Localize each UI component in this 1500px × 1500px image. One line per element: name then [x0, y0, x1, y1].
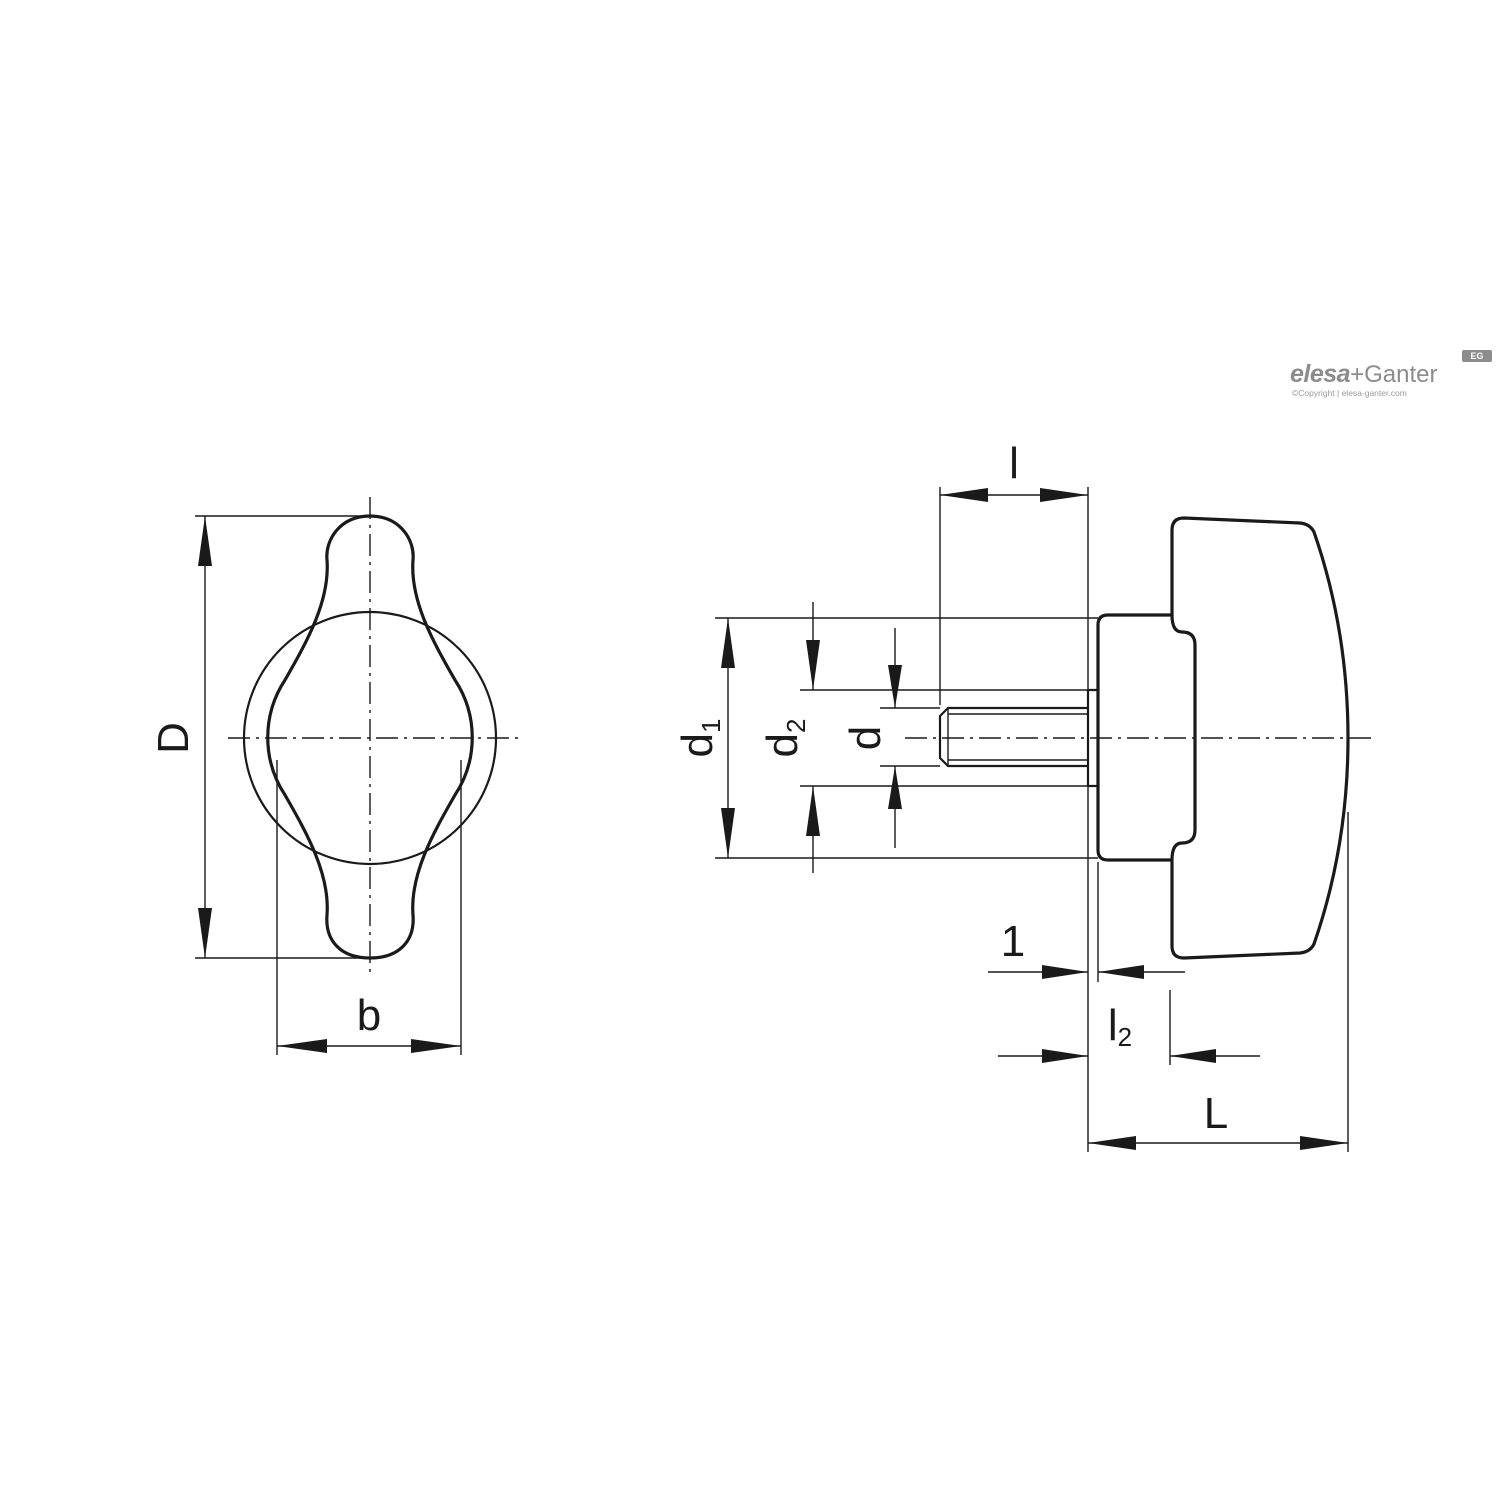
label-l2-main: l — [1108, 1001, 1118, 1050]
logo-brand-ganter: Ganter — [1364, 361, 1438, 388]
label-b: b — [357, 991, 381, 1040]
l2-arrow-left — [1042, 1049, 1088, 1063]
label-D: D — [149, 722, 198, 754]
side-stud — [938, 706, 1090, 768]
elesa-ganter-logo: EG elesa+Ganter ©Copyright | elesa-gante… — [1290, 350, 1500, 402]
label-l2: l2 — [1108, 1001, 1132, 1052]
label-d1-sub: 1 — [696, 719, 726, 733]
label-d2: d2 — [758, 719, 811, 758]
front-view: D b — [149, 497, 520, 1055]
logo-wordmark: elesa+Ganter — [1290, 360, 1437, 389]
b-arrow-left — [277, 1039, 327, 1053]
l-arrow-left — [940, 488, 988, 502]
d-arrow-bottom-side — [888, 766, 902, 809]
d1-arrow-bottom — [721, 808, 735, 858]
label-one: 1 — [1001, 917, 1025, 966]
side-view: l d1 d2 d 1 — [673, 439, 1375, 1152]
d2-arrow-bottom — [806, 786, 820, 836]
l-arrow-right — [1040, 488, 1088, 502]
b-arrow-right — [411, 1039, 461, 1053]
label-L: L — [1204, 1089, 1228, 1138]
label-l: l — [1009, 439, 1019, 488]
side-head-wing — [1170, 516, 1350, 960]
label-d: d — [841, 726, 890, 750]
logo-badge: EG — [1462, 350, 1492, 362]
logo-brand-elesa: elesa — [1290, 360, 1351, 388]
one-arrow-right — [1098, 965, 1144, 979]
label-l2-sub: 2 — [1118, 1022, 1132, 1052]
big-l-arrow-right — [1300, 1136, 1348, 1150]
d1-arrow-top — [721, 618, 735, 668]
logo-copyright: ©Copyright | elesa-ganter.com — [1292, 388, 1407, 398]
logo-plus: + — [1350, 361, 1365, 388]
d-arrow-bottom — [198, 908, 212, 958]
d-arrow-top-side — [888, 665, 902, 708]
d2-arrow-top — [806, 640, 820, 690]
side-hub — [1096, 613, 1197, 862]
d-arrow-top — [198, 516, 212, 566]
big-l-arrow-left — [1088, 1136, 1136, 1150]
l2-arrow-right — [1170, 1049, 1216, 1063]
one-arrow-left — [1042, 965, 1088, 979]
label-d2-sub: 2 — [781, 719, 811, 733]
label-d1-main: d — [673, 733, 722, 757]
label-d2-main: d — [758, 733, 807, 757]
label-d1: d1 — [673, 719, 726, 758]
